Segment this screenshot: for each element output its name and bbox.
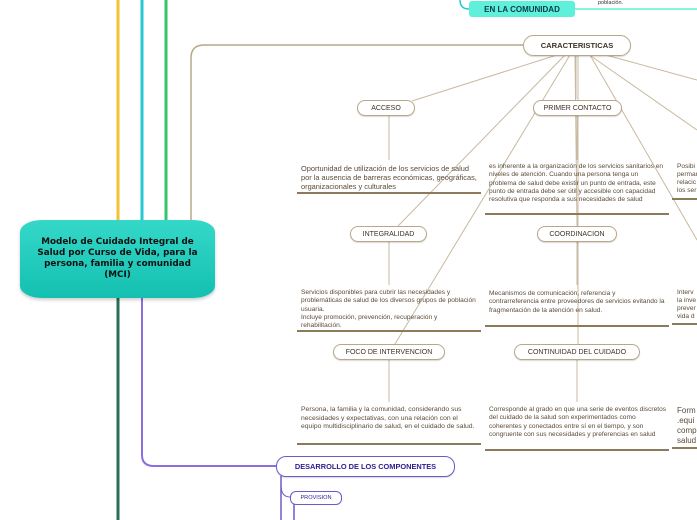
continuidad-del-cuidado-node[interactable]: CONTINUIDAD DEL CUIDADO (514, 344, 640, 360)
clipped-description-1: Posibi permar relacic los ser (677, 163, 697, 194)
caracteristicas-node[interactable]: CARACTERISTICAS (523, 35, 631, 56)
clipped-description-3: Form .equi comp salud (677, 406, 697, 445)
foco-de-intervencion-description: Persona, la familia y la comunidad, cons… (301, 406, 475, 431)
clipped-description-2: Interv la inve prever vida d (677, 289, 697, 320)
en-la-comunidad-node[interactable]: EN LA COMUNIDAD (469, 1, 575, 17)
central-topic-label: Modelo de Cuidado Integral de Salud por … (37, 237, 198, 280)
central-topic-node[interactable]: Modelo de Cuidado Integral de Salud por … (20, 220, 215, 298)
integralidad-description: Servicios disponibles para cubrir las ne… (301, 289, 476, 330)
primer-contacto-node[interactable]: PRIMER CONTACTO (533, 100, 622, 116)
acceso-node[interactable]: ACCESO (357, 100, 415, 116)
coordinacion-node[interactable]: COORDINACION (537, 226, 617, 242)
integralidad-node[interactable]: INTEGRALIDAD (350, 226, 427, 242)
coordinacion-description: Mecanismos de comunicación, referencia y… (489, 290, 665, 314)
desarrollo-componentes-node[interactable]: DESARROLLO DE LOS COMPONENTES (276, 456, 455, 477)
continuidad-del-cuidado-description: Corresponde al grado en que una serie de… (489, 406, 667, 438)
foco-de-intervencion-node[interactable]: FOCO DE INTERVENCION (333, 344, 445, 360)
provision-node[interactable]: PROVISION (290, 491, 342, 505)
poblacion-fragment: población. (598, 0, 624, 6)
acceso-description: Oportunidad de utilización de los servic… (301, 164, 477, 191)
primer-contacto-description: es inherente a la organización de los se… (489, 163, 664, 204)
